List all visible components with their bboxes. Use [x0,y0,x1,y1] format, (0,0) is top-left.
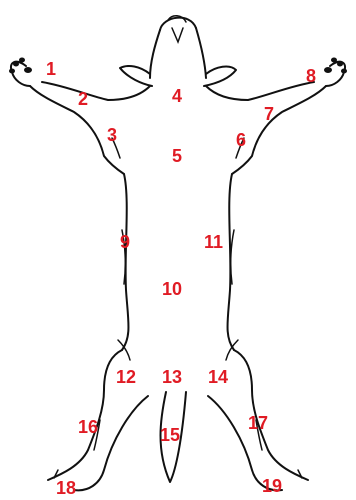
head-outline [150,16,206,78]
region-label-10: 10 [162,279,182,299]
paw-pad [24,67,32,73]
region-label-3: 3 [107,125,117,145]
region-label-6: 6 [236,130,246,150]
paw-pad [9,69,15,74]
region-label-1: 1 [46,59,56,79]
region-label-17: 17 [248,413,268,433]
paw-pad [337,62,343,67]
region-label-8: 8 [306,66,316,86]
region-label-18: 18 [56,478,76,498]
paw-pad [341,69,347,74]
right-front-leg-outline [206,58,347,175]
paw-pad [324,67,332,73]
region-label-5: 5 [172,146,182,166]
region-label-16: 16 [78,417,98,437]
region-label-7: 7 [264,104,274,124]
region-label-12: 12 [116,367,136,387]
paw-pad [331,58,337,63]
region-label-4: 4 [172,86,182,106]
region-label-9: 9 [120,232,130,252]
region-label-15: 15 [160,425,180,445]
region-label-11: 11 [204,232,223,252]
region-label-13: 13 [162,367,182,387]
region-label-19: 19 [262,476,282,496]
region-label-14: 14 [208,367,228,387]
torso-outline [122,174,234,350]
region-label-2: 2 [78,89,88,109]
left-hind-leg-outline [48,340,148,490]
paw-pad [19,58,25,63]
paw-pad [13,62,19,67]
ears-outline [120,66,236,86]
